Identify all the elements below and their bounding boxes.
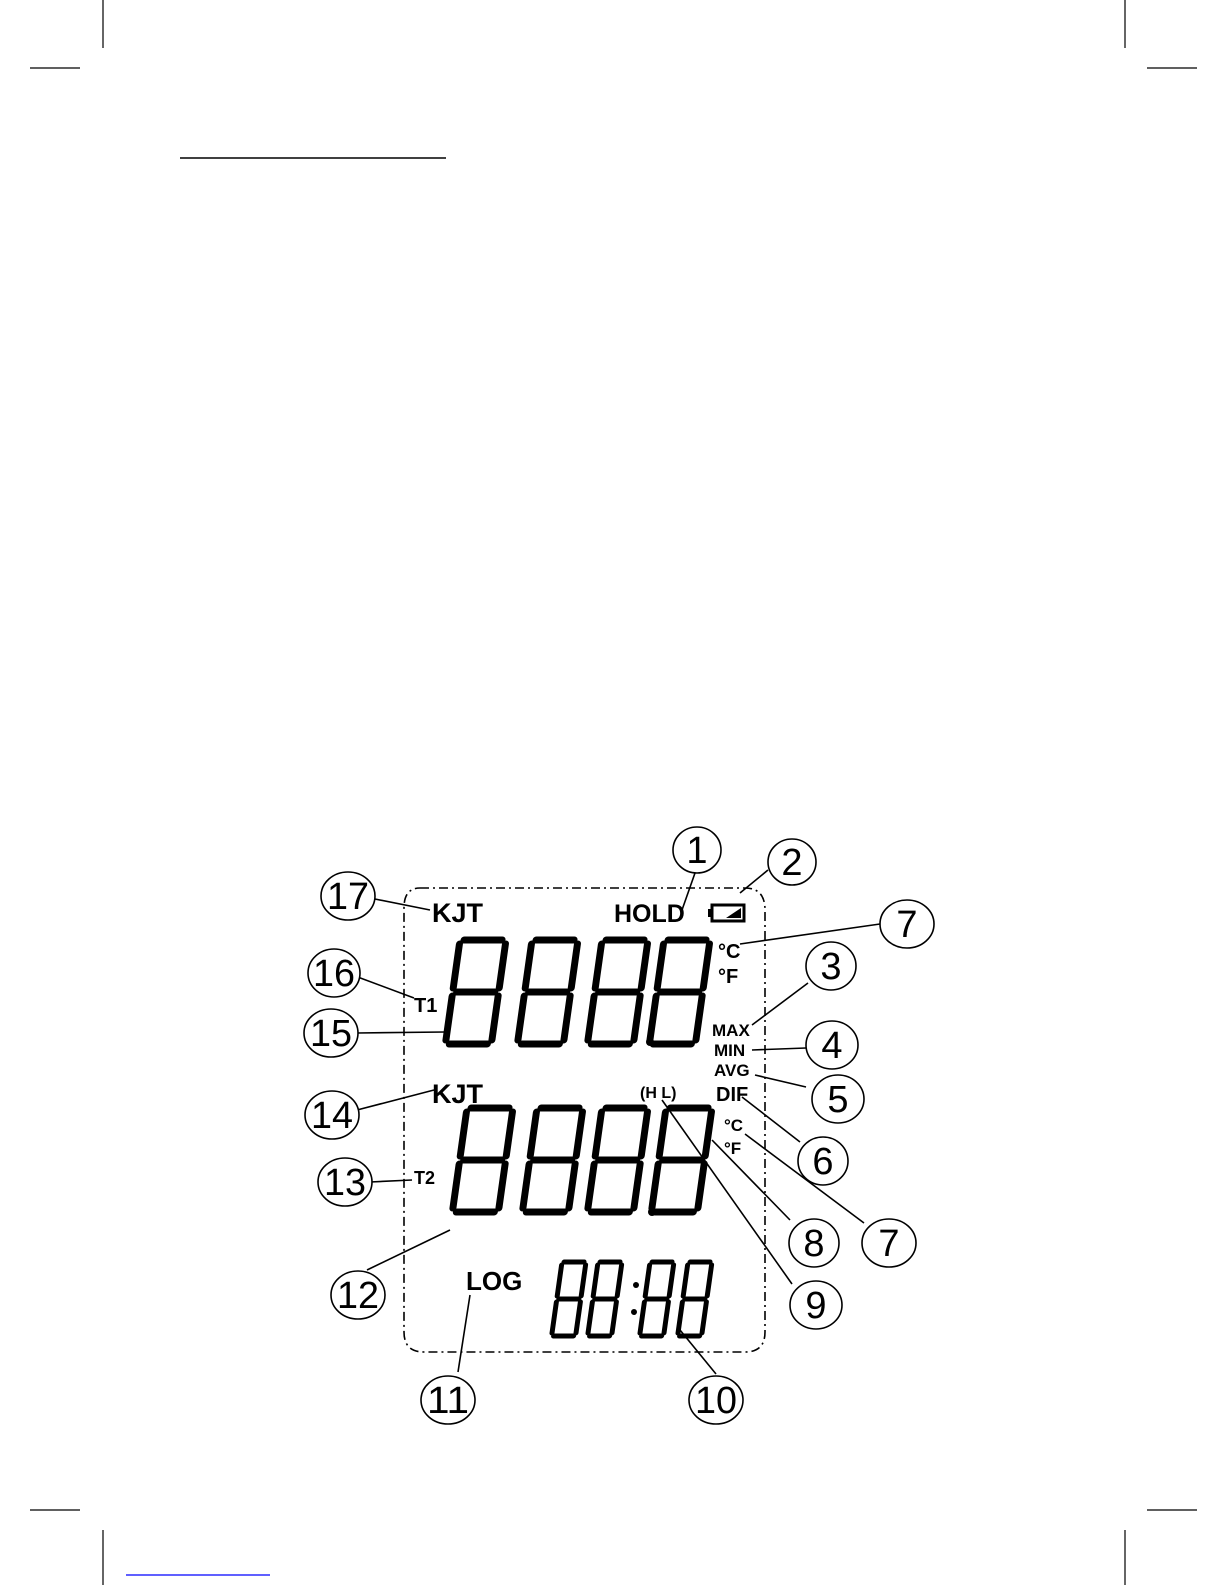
callout-number: 7 [896,904,917,946]
unit-c-top: °C [718,941,740,963]
callout-number: 16 [313,953,355,995]
hold-indicator: HOLD [614,900,685,928]
seg-digit [552,1262,586,1336]
dif-indicator: DIF [716,1084,748,1106]
max-indicator: MAX [712,1021,750,1040]
min-indicator: MIN [714,1041,745,1060]
secondary-display-digits [452,1108,712,1216]
avg-indicator: AVG [714,1061,750,1080]
probe1-label: T1 [414,995,437,1017]
seg-digit [651,1108,712,1212]
seg-digit [445,940,506,1044]
colon-dot [631,1309,637,1315]
probe-type-bottom: KJT [432,1079,484,1109]
callout-number: 9 [805,1285,826,1327]
callout-number: 15 [310,1013,352,1055]
colon-dot [633,1282,639,1288]
lcd-labels: KJT HOLD °C °F T1 MAX MIN AVG KJT (H L) … [414,898,750,1296]
callout-number: 11 [427,1380,469,1422]
callout-number: 1 [686,830,707,872]
callout-number: 12 [337,1275,379,1317]
callout-number: 7 [878,1223,899,1265]
callout-number: 6 [812,1141,833,1183]
seg-digit [587,940,648,1044]
seg-digit [640,1262,674,1336]
seg-digit [452,1108,513,1212]
callout-number: 13 [324,1162,366,1204]
hi-lo-indicator: (H L) [640,1085,676,1102]
seg-digit [522,1108,583,1212]
probe2-label: T2 [414,1168,435,1188]
callout-number: 10 [695,1380,737,1422]
seg-digit [517,940,578,1044]
callout-number: 2 [781,842,802,884]
seg-digit [649,940,710,1044]
unit-f-top: °F [718,966,738,988]
unit-c-bottom: °C [724,1116,743,1135]
callout-number: 3 [820,946,841,988]
probe-type-top: KJT [432,898,484,928]
callout-number: 4 [821,1025,842,1067]
callout-number: 17 [327,876,369,918]
callout-number: 8 [803,1223,824,1265]
callout-number: 14 [311,1095,353,1137]
crop-marks [30,0,1197,1585]
battery-icon [708,905,744,921]
seg-digit [587,1108,648,1212]
seg-digit [678,1262,712,1336]
log-indicator: LOG [466,1266,522,1296]
seg-digit [588,1262,622,1336]
callout-number: 5 [827,1079,848,1121]
clock-display-digits [552,1262,712,1336]
primary-display-digits [445,940,710,1046]
